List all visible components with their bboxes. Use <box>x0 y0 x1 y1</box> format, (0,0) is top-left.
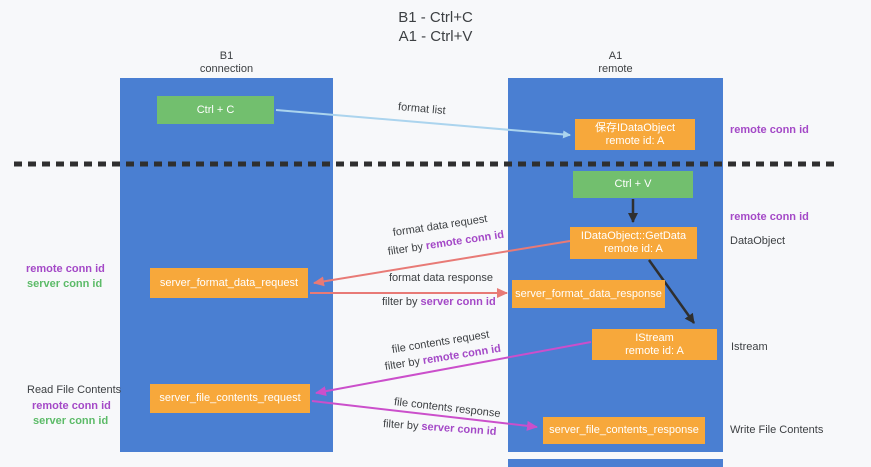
title-line-2: A1 - Ctrl+V <box>398 28 473 45</box>
server-format-data-response-label: server_format_data_response <box>515 287 662 300</box>
filter-by-text: filter by <box>382 418 419 433</box>
ctrl-c-label: Ctrl + C <box>196 103 235 116</box>
server-conn-id-text: server conn id <box>420 420 497 438</box>
istream-node: IStream remote id: A <box>592 329 717 360</box>
save-idataobject-remote-id: remote id: A <box>605 134 665 147</box>
idataobject-getdata-node: IDataObject::GetData remote id: A <box>570 227 697 259</box>
filter-by-text: filter by <box>383 355 421 373</box>
ctrl-v-node: Ctrl + V <box>573 171 693 198</box>
save-idataobject-node: 保存IDataObject remote id: A <box>575 119 695 150</box>
server-file-contents-response-label: server_file_contents_response <box>549 424 699 436</box>
format-data-response-label: format data response <box>389 272 493 284</box>
ctrl-c-node: Ctrl + C <box>157 96 274 124</box>
server-format-data-request-label: server_format_data_request <box>159 276 299 289</box>
lane-b1-name: B1 <box>219 50 234 62</box>
server-format-data-response-node: server_format_data_response <box>512 280 665 308</box>
istream-label: IStream <box>635 331 674 344</box>
remote-conn-id-label-bottom-left: remote conn id <box>32 400 111 412</box>
save-idataobject-label: 保存IDataObject <box>594 121 676 134</box>
lane-a1-subtitle: remote <box>598 63 633 75</box>
ctrl-v-label: Ctrl + V <box>614 178 652 190</box>
idataobject-getdata-label: IDataObject::GetData <box>580 230 687 242</box>
istream-remote-id: remote id: A <box>625 344 684 357</box>
remote-conn-id-label-mid-right: remote conn id <box>730 211 809 223</box>
filter-by-text: filter by <box>387 240 424 258</box>
server-file-contents-request-node: server_file_contents_request <box>150 384 310 413</box>
write-file-contents-label: Write File Contents <box>730 424 824 436</box>
server-format-data-request-node: server_format_data_request <box>150 268 308 298</box>
format-list-label: format list <box>397 101 447 118</box>
server-file-contents-response-node: server_file_contents_response <box>543 417 705 444</box>
dataobject-label: DataObject <box>730 235 786 247</box>
istream-side-label: Istream <box>731 341 768 353</box>
diagram-title: B1 - Ctrl+C A1 - Ctrl+V <box>0 8 871 46</box>
server-conn-id-label-bottom-left: server conn id <box>33 415 109 427</box>
read-file-contents-label: Read File Contents <box>27 384 122 396</box>
server-file-contents-request-label: server_file_contents_request <box>159 392 301 404</box>
lane-b1-subtitle: connection <box>199 63 254 75</box>
lane-header-a1: A1 remote <box>508 50 723 76</box>
server-conn-id-text: server conn id <box>420 296 496 308</box>
lane-a1-remote-bottom-fragment <box>508 459 723 467</box>
remote-conn-id-label-left: remote conn id <box>26 263 105 275</box>
server-conn-id-label-left: server conn id <box>27 278 103 290</box>
idataobject-getdata-remote-id: remote id: A <box>604 243 663 255</box>
file-contents-response-label: file contents response <box>393 396 502 421</box>
remote-conn-id-label-top-right: remote conn id <box>730 124 809 136</box>
title-line-1: B1 - Ctrl+C <box>398 9 473 26</box>
filter-by-text: filter by <box>382 296 418 308</box>
lane-header-b1: B1 connection <box>120 50 333 76</box>
lane-a1-name: A1 <box>608 50 623 62</box>
